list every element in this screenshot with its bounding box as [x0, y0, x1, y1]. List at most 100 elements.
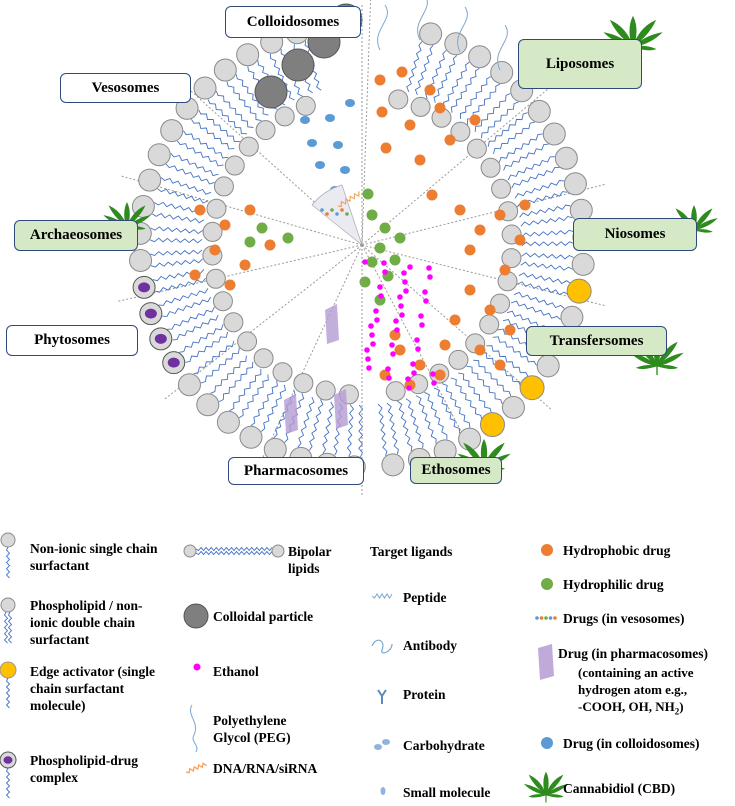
- ethanol-dot: [366, 365, 372, 371]
- edge-activator: [519, 375, 545, 401]
- legend-carbohydrate-text: Carbohydrate: [403, 738, 485, 753]
- lipid-tail: [518, 272, 571, 285]
- lipid-tail: [297, 396, 315, 448]
- label-vesosomes: Vesosomes: [60, 73, 191, 103]
- lipid-tail: [514, 180, 565, 199]
- lipid-tail: [185, 331, 229, 363]
- hydrophobic-drug: [484, 304, 496, 316]
- hydrophobic-drug: [239, 259, 251, 271]
- nonionic-single-icon: [0, 532, 16, 579]
- lipid-tail: [433, 387, 461, 434]
- ethanol-dot: [419, 322, 425, 328]
- pharmacosome-drug: [284, 394, 298, 434]
- lipid-head: [193, 76, 217, 100]
- peg-chain: [377, 4, 388, 51]
- lipid-tail: [210, 355, 247, 394]
- cannabis-leaf-icon: [523, 771, 569, 803]
- lipid-tail: [521, 229, 574, 238]
- lipid-tail: [397, 400, 413, 452]
- ethanol-dot: [402, 279, 408, 285]
- ethanol-dot: [373, 308, 379, 314]
- hydrophobic-drug: [374, 74, 386, 86]
- hydrophobic-drug: [404, 119, 416, 131]
- lipid-tail: [513, 291, 565, 309]
- lipid-tail: [459, 76, 492, 120]
- lipid-tail: [503, 143, 549, 171]
- lipid-tail: [498, 133, 543, 163]
- lipid-head-inner: [224, 155, 245, 176]
- lipid-tail: [510, 300, 561, 320]
- lipid-tail: [480, 101, 519, 139]
- ethanol-dot: [393, 318, 399, 324]
- hydrophilic-drug: [282, 232, 294, 244]
- lipid-head-inner: [410, 96, 431, 117]
- legend-lipid-tail: [7, 611, 13, 644]
- phospholipid-drug-complex: [144, 308, 157, 319]
- lipid-tail: [521, 252, 574, 260]
- small-molecule-icon: [380, 787, 386, 795]
- lipid-tail: [458, 372, 492, 414]
- vesosome-drug-icon: [553, 616, 557, 620]
- lipid-tail: [150, 258, 203, 268]
- phospholipid-drug-complex: [154, 333, 167, 344]
- colloid-drug: [307, 139, 317, 147]
- vesosome-drug: [335, 212, 339, 216]
- lipid-tail: [358, 404, 364, 458]
- ethanol-dot: [406, 385, 412, 391]
- bipolar-tail-icon: [195, 546, 273, 552]
- hydrophobic-drug: [449, 314, 461, 326]
- phospholipid-drug-complex: [138, 282, 151, 293]
- antibody-icon: [371, 639, 393, 654]
- hydrophobic-drug: [426, 189, 438, 201]
- peptide-icon: [371, 593, 393, 599]
- hydrophobic-drug: [219, 219, 231, 231]
- edge-activator: [479, 412, 505, 438]
- sector-divider: [361, 83, 554, 246]
- lipid-head: [527, 99, 551, 123]
- lipid-tail: [157, 188, 209, 204]
- lipid-tail: [386, 402, 399, 455]
- hydrophobic-drug: [494, 359, 506, 371]
- lipid-head-inner: [223, 312, 244, 333]
- colloidal-particle: [281, 48, 315, 82]
- lipid-tail: [511, 167, 560, 189]
- lipid-tail: [322, 401, 335, 454]
- dna-icon: [185, 762, 208, 774]
- vesosome-drug: [345, 212, 349, 216]
- lipid-tail: [179, 324, 224, 353]
- ethanol-dot: [407, 264, 413, 270]
- hydrophilic-drug: [256, 222, 268, 234]
- ethanol-dot: [397, 294, 403, 300]
- hydrophobic-drug: [439, 339, 451, 351]
- lipid-tail: [198, 109, 240, 143]
- label-pharmacosomes: Pharmacosomes: [228, 457, 364, 485]
- legend-pharmacosome-drug-title: Drug (in pharmacosomes): [558, 646, 708, 661]
- phospholipid-complex-tail-icon: [5, 767, 11, 799]
- ethanol-dot: [422, 289, 428, 295]
- lipid-tail: [229, 368, 262, 412]
- lipid-tail: [172, 314, 219, 341]
- lipid-tail: [167, 306, 215, 330]
- ethanol-dot: [414, 337, 420, 343]
- ethanol-dot: [410, 361, 416, 367]
- hydrophilic-drug: [244, 236, 256, 248]
- peg-chain: [417, 0, 428, 41]
- lipid-head: [129, 248, 153, 272]
- lipid-tail: [160, 177, 212, 195]
- lipid-head-inner: [466, 138, 487, 159]
- lipid-head: [213, 58, 237, 82]
- hydrophobic-drug: [434, 102, 446, 114]
- vesosome-drug-icon: [544, 616, 548, 620]
- lipid-head: [560, 305, 584, 329]
- lipid-tail: [424, 391, 448, 440]
- label-liposomes: Liposomes: [518, 39, 642, 89]
- sector-divider: [361, 244, 605, 306]
- lipid-tail: [486, 345, 529, 377]
- lipid-tail: [176, 140, 224, 167]
- lipid-tail: [170, 153, 219, 177]
- legend-phospholipid-text: Phospholipid / non-ionic double chain su…: [30, 598, 143, 647]
- lipid-head: [490, 60, 514, 84]
- lipid-head: [542, 122, 566, 146]
- lipid-tail: [441, 383, 471, 428]
- lipid-tail: [226, 81, 262, 122]
